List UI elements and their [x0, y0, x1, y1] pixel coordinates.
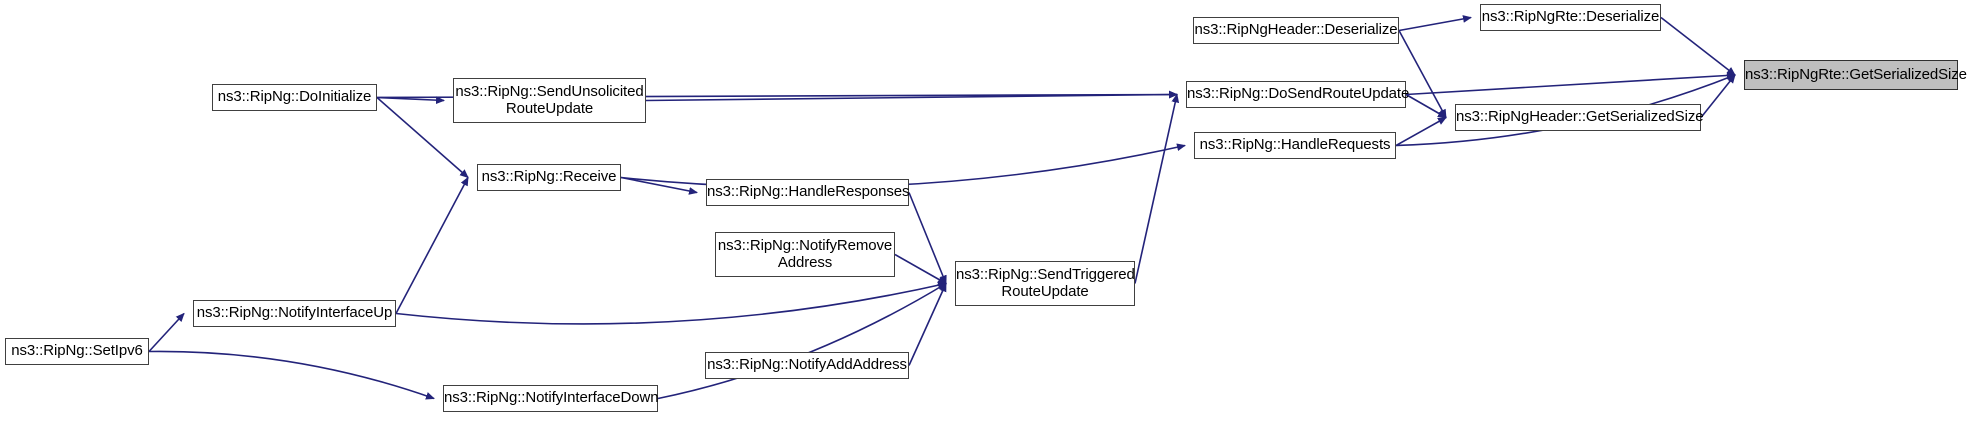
- graph-edge-handlerequests-to-hdrgetsize: [1395, 116, 1447, 147]
- graph-edge-handleresponses-to-sendtriggered: [908, 192, 947, 285]
- graph-edge-hdrgetsize-to-rtegetsize: [1700, 74, 1736, 118]
- graph-node-setipv6[interactable]: ns3::RipNg::SetIpv6: [5, 338, 149, 365]
- graph-node-doinitialize[interactable]: ns3::RipNg::DoInitialize: [212, 84, 377, 111]
- graph-node-label: ns3::RipNg::SendTriggered RouteUpdate: [956, 265, 1135, 300]
- graph-node-notifyifdown[interactable]: ns3::RipNg::NotifyInterfaceDown: [443, 385, 659, 412]
- graph-node-rtedeserialize[interactable]: ns3::RipNgRte::Deserialize: [1480, 4, 1661, 31]
- graph-edge-receive-to-handleresponses: [620, 176, 698, 195]
- graph-node-label: ns3::RipNg::NotifyInterfaceUp: [196, 304, 393, 322]
- graph-edge-rtedeserialize-to-rtegetsize: [1660, 16, 1736, 76]
- graph-edge-dosendroute-to-hdrgetsize: [1405, 93, 1447, 119]
- graph-node-label: ns3::RipNg::HandleRequests: [1199, 136, 1391, 154]
- graph-edge-setipv6-to-notifyifdown: [148, 350, 435, 400]
- graph-edge-notifyifdown-to-sendtriggered: [657, 282, 947, 400]
- graph-node-label: ns3::RipNg::DoInitialize: [217, 88, 372, 106]
- graph-edge-dosendroute-to-rtegetsize: [1405, 71, 1736, 96]
- graph-edge-notifyifup-to-sendtriggered: [395, 281, 947, 325]
- graph-node-label: ns3::RipNgHeader::Deserialize: [1194, 21, 1398, 39]
- graph-edge-notifyremoveaddr-to-sendtriggered: [894, 253, 947, 285]
- graph-node-label: ns3::RipNg::NotifyRemove Address: [717, 236, 893, 271]
- graph-node-label: ns3::RipNg::DoSendRouteUpdate: [1187, 85, 1410, 103]
- graph-edge-sendtriggered-to-dosendroute: [1134, 93, 1180, 284]
- graph-node-label: ns3::RipNg::SendUnsolicited RouteUpdate: [455, 82, 644, 117]
- graph-edge-notifyaddaddr-to-sendtriggered: [908, 282, 947, 366]
- graph-edge-hdrdeserialize-to-rtedeserialize: [1398, 15, 1472, 32]
- graph-node-handlerequests[interactable]: ns3::RipNg::HandleRequests: [1194, 132, 1396, 159]
- graph-node-label: ns3::RipNg::HandleResponses: [707, 183, 910, 201]
- graph-node-sendunsolicited[interactable]: ns3::RipNg::SendUnsolicited RouteUpdate: [453, 78, 646, 123]
- graph-node-notifyremoveaddr[interactable]: ns3::RipNg::NotifyRemove Address: [715, 232, 895, 277]
- graph-node-dosendroute[interactable]: ns3::RipNg::DoSendRouteUpdate: [1186, 81, 1410, 108]
- graph-node-hdrgetsize[interactable]: ns3::RipNgHeader::GetSerializedSize: [1455, 104, 1704, 131]
- graph-node-notifyifup[interactable]: ns3::RipNg::NotifyInterfaceUp: [193, 300, 396, 327]
- graph-node-label: ns3::RipNg::NotifyAddAddress: [707, 356, 907, 374]
- graph-node-notifyaddaddr[interactable]: ns3::RipNg::NotifyAddAddress: [705, 352, 909, 379]
- graph-edge-hdrdeserialize-to-hdrgetsize: [1398, 30, 1447, 119]
- graph-node-rtegetsize[interactable]: ns3::RipNgRte::GetSerializedSize: [1744, 60, 1967, 90]
- graph-node-hdrdeserialize[interactable]: ns3::RipNgHeader::Deserialize: [1193, 17, 1399, 44]
- graph-node-label: ns3::RipNg::SetIpv6: [11, 342, 143, 360]
- graph-edge-doinitialize-to-receive: [376, 96, 469, 179]
- graph-node-receive[interactable]: ns3::RipNg::Receive: [477, 164, 621, 191]
- graph-node-label: ns3::RipNg::NotifyInterfaceDown: [444, 389, 659, 407]
- graph-node-label: ns3::RipNgRte::GetSerializedSize: [1745, 65, 1967, 83]
- graph-node-label: ns3::RipNgHeader::GetSerializedSize: [1456, 108, 1704, 126]
- graph-edge-setipv6-to-notifyifup: [148, 312, 185, 353]
- graph-node-sendtriggered[interactable]: ns3::RipNg::SendTriggered RouteUpdate: [955, 261, 1135, 306]
- graph-node-handleresponses[interactable]: ns3::RipNg::HandleResponses: [706, 179, 910, 206]
- graph-edge-sendunsolicited-to-dosendroute: [645, 90, 1178, 102]
- graph-edge-notifyifup-to-receive: [395, 176, 469, 314]
- graph-node-label: ns3::RipNg::Receive: [481, 168, 617, 186]
- graph-node-label: ns3::RipNgRte::Deserialize: [1481, 8, 1660, 26]
